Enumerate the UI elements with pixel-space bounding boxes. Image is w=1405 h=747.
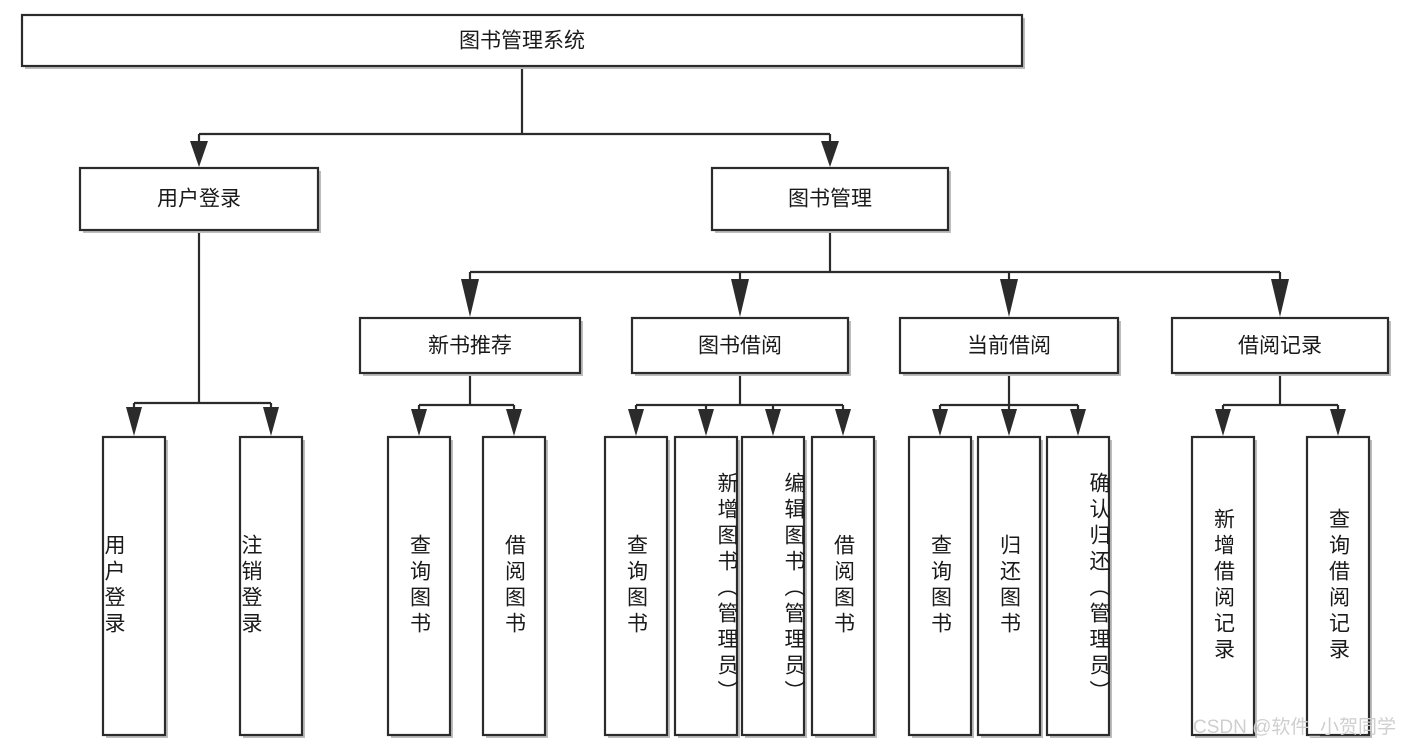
csdn-watermark: CSDN @软件_小贺同学 [1193, 716, 1396, 738]
leaf-box-group [101, 435, 1372, 738]
root-box[interactable] [20, 13, 1024, 68]
arrow-head-leaf-query-book-1 [411, 409, 427, 436]
arrow-head-borrow-record [1271, 279, 1289, 317]
connector-group-root [190, 66, 839, 167]
arrow-head-book-borrow [731, 279, 749, 317]
arrow-head-leaf-query-book-3 [932, 409, 948, 436]
node-book-manage[interactable]: 图书管理 [710, 166, 951, 233]
leaf-query-record-box[interactable] [1305, 435, 1371, 737]
new-book-recommend-label: 新书推荐 [428, 335, 512, 358]
node-user-login[interactable]: 用户登录 [78, 166, 321, 233]
arrow-head-leaf-borrow-book-1 [506, 409, 522, 436]
arrow-head-leaf-logout-login [263, 407, 279, 436]
connector-group-user-login [126, 232, 279, 436]
leaf-add-record-box[interactable] [1190, 435, 1256, 737]
book-borrow-box[interactable] [630, 316, 850, 375]
arrow-head-leaf-user-login [126, 407, 142, 436]
book-manage-label: 图书管理 [788, 188, 872, 211]
book-borrow-label: 图书借阅 [698, 335, 782, 358]
node-book-borrow[interactable]: 图书借阅 [630, 316, 851, 376]
borrow-record-label: 借阅记录 [1238, 335, 1322, 358]
root-label: 图书管理系统 [459, 30, 585, 53]
current-borrow-box[interactable] [898, 316, 1120, 375]
user-login-box[interactable] [78, 166, 320, 232]
leaf-query-book-2-box[interactable] [603, 435, 669, 737]
node-root[interactable]: 图书管理系统 [20, 13, 1025, 69]
arrow-head-user-login [190, 141, 208, 167]
arrow-head-book-manage [821, 141, 839, 167]
leaf-borrow-book-1-box[interactable] [481, 435, 547, 737]
connector-group-new-book-recommend [411, 374, 522, 436]
arrow-head-leaf-add-book [698, 409, 714, 436]
current-borrow-label: 当前借阅 [967, 335, 1051, 358]
node-new-book-recommend[interactable]: 新书推荐 [358, 316, 583, 376]
leaf-confirm-return-box[interactable] [1045, 435, 1111, 737]
arrow-head-leaf-add-record [1215, 409, 1231, 436]
borrow-record-box[interactable] [1170, 316, 1390, 375]
leaf-user-login-box[interactable] [101, 435, 167, 737]
leaf-query-book-1-box[interactable] [386, 435, 452, 737]
arrow-head-leaf-return-book [1001, 409, 1017, 436]
leaf-edit-book-box[interactable] [740, 435, 806, 737]
arrow-head-leaf-query-book-2 [628, 409, 644, 436]
node-borrow-record[interactable]: 借阅记录 [1170, 316, 1391, 376]
node-current-borrow[interactable]: 当前借阅 [898, 316, 1121, 376]
leaf-logout-login-box[interactable] [238, 435, 304, 737]
leaf-query-book-3-box[interactable] [907, 435, 973, 737]
arrow-head-leaf-confirm-return [1070, 409, 1086, 436]
leaf-return-book-box[interactable] [976, 435, 1042, 737]
connector-group-current-borrow [932, 374, 1086, 436]
connector-group-borrow-record [1215, 374, 1346, 436]
arrow-head-leaf-query-record [1330, 409, 1346, 436]
connector-group-book-borrow [628, 374, 851, 436]
arrow-head-leaf-borrow-book-2 [835, 409, 851, 436]
connector-group-book-manage [461, 232, 1289, 317]
arrow-head-new-book-recommend [461, 279, 479, 317]
leaf-borrow-book-2-box[interactable] [810, 435, 876, 737]
arrow-head-current-borrow [1000, 279, 1018, 317]
book-manage-box[interactable] [710, 166, 950, 232]
leaf-add-book-box[interactable] [673, 435, 739, 737]
arrow-head-leaf-edit-book [765, 409, 781, 436]
new-book-recommend-box[interactable] [358, 316, 582, 375]
user-login-label: 用户登录 [157, 188, 241, 211]
